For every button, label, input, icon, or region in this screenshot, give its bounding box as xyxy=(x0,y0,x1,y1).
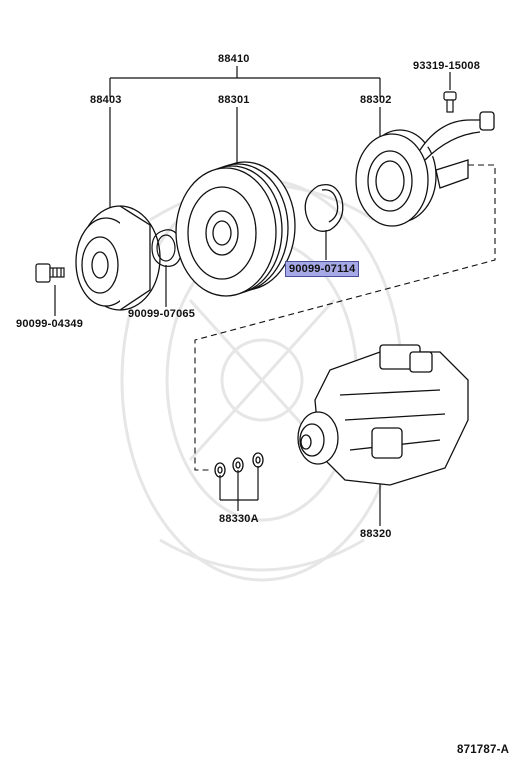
callout-88403[interactable]: 88403 xyxy=(90,94,122,106)
snap-ring-part xyxy=(304,183,344,232)
field-coil-part xyxy=(355,111,495,227)
clutch-hub-part xyxy=(75,205,161,311)
leader-lines xyxy=(54,66,451,526)
callout-88301[interactable]: 88301 xyxy=(218,94,250,106)
washers-part xyxy=(214,452,264,478)
callout-88330a[interactable]: 88330A xyxy=(219,513,259,525)
callout-88410[interactable]: 88410 xyxy=(218,53,250,65)
pulley-part xyxy=(175,161,296,297)
dashed-assembly-line xyxy=(194,164,496,471)
bolt-part xyxy=(35,263,65,283)
callout-90099-07114-highlighted[interactable]: 90099-07114 xyxy=(285,261,360,277)
callout-88320[interactable]: 88320 xyxy=(360,528,392,540)
callout-88302[interactable]: 88302 xyxy=(360,94,392,106)
callout-93319-15008[interactable]: 93319-15008 xyxy=(413,60,481,72)
compressor-part xyxy=(297,344,469,486)
screw-part xyxy=(443,91,457,113)
callout-90099-07065[interactable]: 90099-07065 xyxy=(128,308,196,320)
figure-reference: 871787-A xyxy=(457,744,510,756)
callout-90099-04349[interactable]: 90099-04349 xyxy=(16,318,84,330)
